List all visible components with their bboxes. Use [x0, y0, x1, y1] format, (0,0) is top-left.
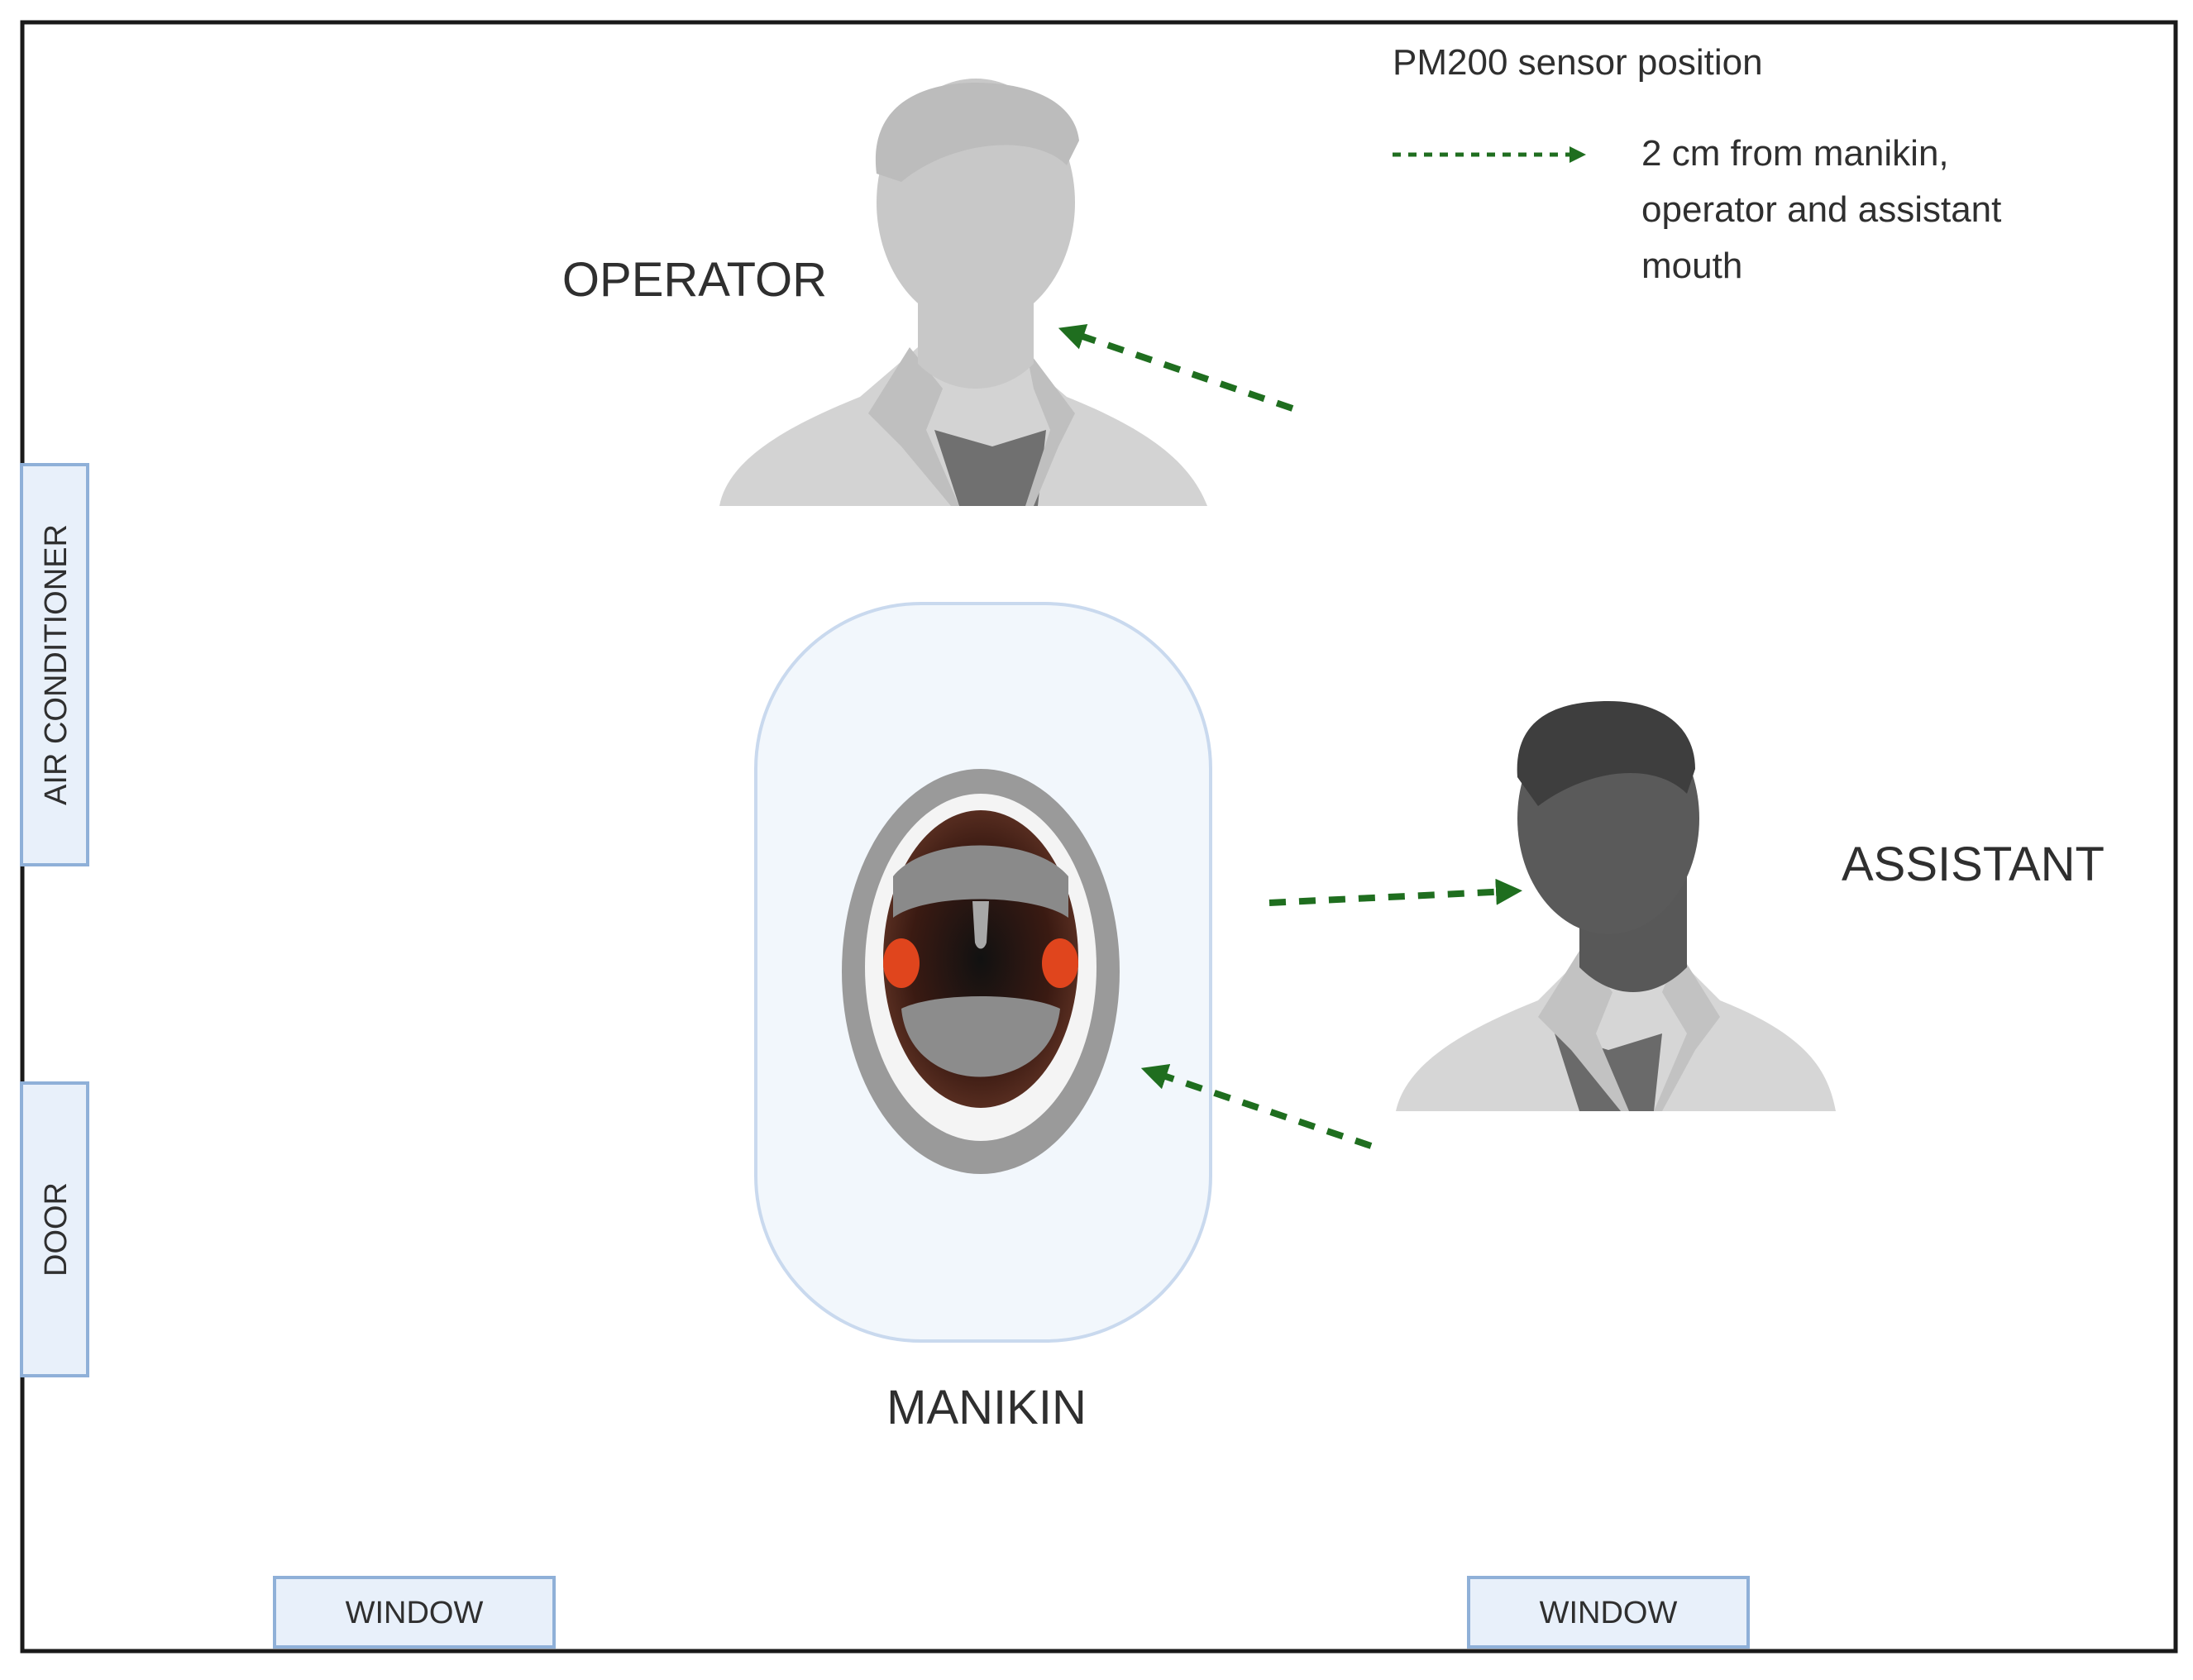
sensor-arrows — [1058, 324, 1522, 1149]
assistant-figure — [1396, 701, 1836, 1111]
window-right-label: WINDOW — [1540, 1596, 1678, 1630]
operator-figure — [719, 79, 1207, 506]
legend: PM200 sensor position 2 cm from manikin,… — [1393, 42, 2001, 286]
legend-line-2: operator and assistant — [1641, 189, 2001, 230]
sensor-arrow-operator — [1058, 324, 1294, 412]
window-left-label: WINDOW — [346, 1596, 484, 1630]
legend-title: PM200 sensor position — [1393, 42, 1763, 83]
manikin-label: MANIKIN — [886, 1381, 1087, 1434]
air-conditioner-label: AIR CONDITIONER — [39, 524, 74, 805]
manikin — [754, 602, 1212, 1343]
operator-label: OPERATOR — [562, 253, 827, 307]
window-right: WINDOW — [1467, 1576, 1750, 1649]
door: DOOR — [20, 1081, 89, 1377]
legend-line-3: mouth — [1641, 246, 1742, 286]
sensor-arrow-manikin — [1140, 1063, 1373, 1149]
assistant-label: ASSISTANT — [1842, 838, 2105, 891]
air-conditioner: AIR CONDITIONER — [20, 463, 89, 866]
legend-line-1: 2 cm from manikin, — [1641, 133, 1949, 174]
sensor-arrow-manikin-side — [1268, 878, 1522, 906]
window-left: WINDOW — [273, 1576, 556, 1649]
door-label: DOOR — [39, 1182, 74, 1277]
